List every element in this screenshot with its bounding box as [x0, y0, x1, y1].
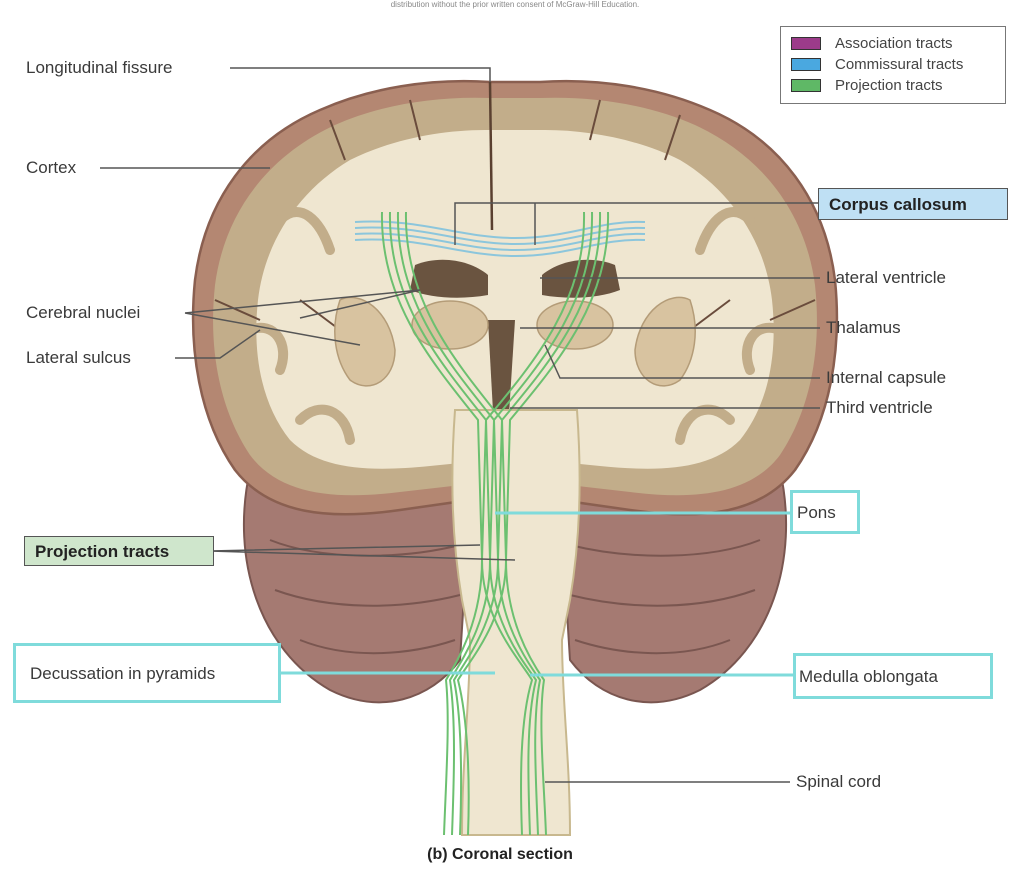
label-decussation-in-pyramids: Decussation in pyramids: [13, 643, 281, 703]
label-lateral-ventricle: Lateral ventricle: [826, 268, 947, 287]
highlight-leaders: [278, 511, 793, 677]
label-cortex: Cortex: [26, 158, 77, 177]
label-pons: Pons: [790, 490, 860, 534]
legend-item-projection: Projection tracts: [791, 75, 995, 96]
label-cerebral-nuclei: Cerebral nuclei: [26, 303, 141, 322]
label-third-ventricle: Third ventricle: [826, 398, 933, 417]
label-lateral-sulcus: Lateral sulcus: [26, 348, 131, 367]
legend: Association tracts Commissural tracts Pr…: [780, 26, 1006, 104]
legend-label: Association tracts: [835, 35, 953, 52]
label-projection-tracts: Projection tracts: [24, 536, 214, 566]
commissural-swatch: [791, 58, 821, 71]
figure-caption: (b) Coronal section: [427, 846, 573, 863]
label-medulla-oblongata: Medulla oblongata: [793, 653, 993, 699]
label-thalamus: Thalamus: [826, 318, 901, 337]
legend-item-commissural: Commissural tracts: [791, 54, 995, 75]
legend-label: Commissural tracts: [835, 56, 964, 73]
projection-swatch: [791, 79, 821, 92]
association-swatch: [791, 37, 821, 50]
label-spinal-cord: Spinal cord: [796, 772, 882, 791]
copyright-note: distribution without the prior written c…: [390, 0, 640, 9]
leader-lines: [100, 67, 820, 783]
label-corpus-callosum: Corpus callosum: [818, 188, 1008, 220]
cerebrum: [191, 79, 839, 516]
cerebellum: [243, 468, 787, 704]
label-internal-capsule: Internal capsule: [826, 368, 947, 387]
label-longitudinal-fissure: Longitudinal fissure: [26, 58, 173, 77]
legend-item-association: Association tracts: [791, 33, 995, 54]
legend-label: Projection tracts: [835, 77, 943, 94]
projection-tracts: [380, 211, 610, 836]
